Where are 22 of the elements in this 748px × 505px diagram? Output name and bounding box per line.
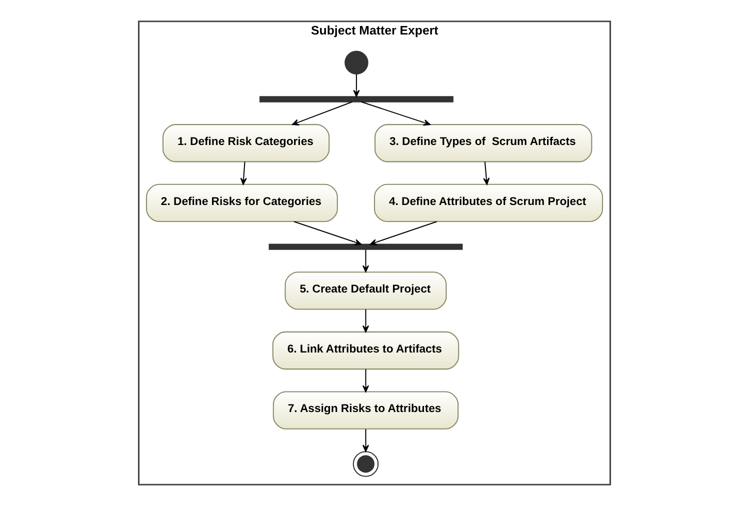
node-circle	[352, 450, 378, 476]
arrow	[482, 161, 490, 184]
node-circle	[344, 50, 368, 74]
arrow	[360, 100, 430, 126]
arrow	[291, 100, 352, 125]
arrow	[362, 249, 369, 272]
node-box: 1. Define Risk Categories	[162, 124, 330, 162]
node-bar	[258, 96, 453, 102]
arrow	[240, 161, 246, 184]
node-box: 3. Define Types of Scrum Artifacts	[374, 124, 592, 162]
node-box: 7. Assign Risks to Attributes	[272, 390, 458, 429]
arrow	[362, 368, 369, 392]
node-box: 4. Define Attributes of Scrum Project	[373, 183, 603, 222]
arrow	[369, 220, 436, 245]
arrow	[352, 74, 360, 96]
arrow	[362, 308, 369, 332]
node-box: 2. Define Risks for Categories	[145, 183, 338, 222]
node-box: 6. Link Attributes to Artifacts	[272, 330, 459, 370]
node-box: 5. Create Default Project	[284, 271, 446, 310]
arrow	[293, 220, 362, 245]
arrow	[362, 428, 369, 452]
node-bar	[268, 243, 462, 250]
